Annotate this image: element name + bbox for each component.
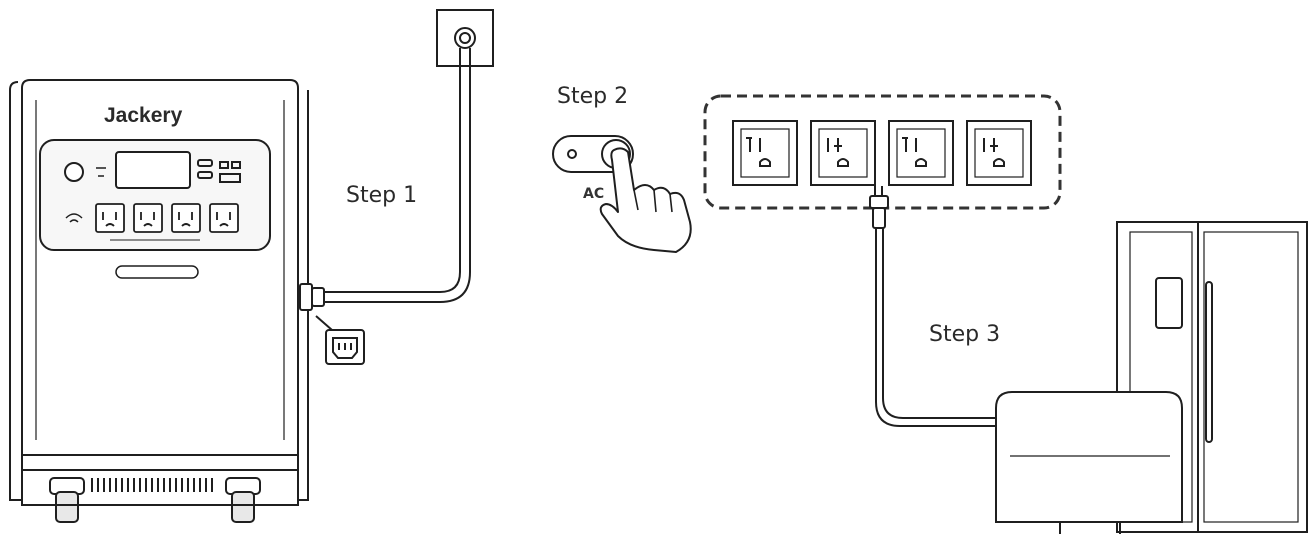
ac-input-port-icon [325, 329, 365, 365]
panel-outlet-1 [95, 203, 125, 233]
panel-outlet-2 [133, 203, 163, 233]
wall-socket [436, 9, 494, 67]
left-wheel [49, 477, 85, 523]
panel-outlets [95, 203, 239, 233]
control-panel [39, 139, 271, 251]
step-1-label: Step 1 [346, 183, 418, 208]
hand-pointer-icon [599, 147, 692, 253]
step-3-label: Step 3 [929, 322, 1001, 347]
bottom-vent [91, 478, 213, 492]
ac-outlet-3 [888, 120, 954, 186]
hand-finger-lines [633, 189, 673, 213]
ac-outlets [732, 120, 1032, 186]
ac-outlet-2 [810, 120, 876, 186]
refrigerator [1116, 221, 1308, 533]
ac-outlet-1 [732, 120, 798, 186]
ac-outlet-4 [966, 120, 1032, 186]
ac-button-label: AC [583, 186, 605, 202]
panel-outlet-4 [209, 203, 239, 233]
panel-outlet-3 [171, 203, 201, 233]
right-wheel [225, 477, 261, 523]
appliance-plug [869, 186, 889, 229]
charging-cable [322, 48, 471, 303]
wheels [49, 477, 261, 523]
appliance-cord [875, 228, 996, 427]
model-plate [115, 265, 199, 279]
step-2-label: Step 2 [557, 84, 629, 109]
brand-logo: Jackery [104, 104, 183, 127]
appliance-unit [995, 391, 1183, 534]
pointer-line [315, 315, 333, 331]
ac-input-plug [299, 283, 325, 311]
